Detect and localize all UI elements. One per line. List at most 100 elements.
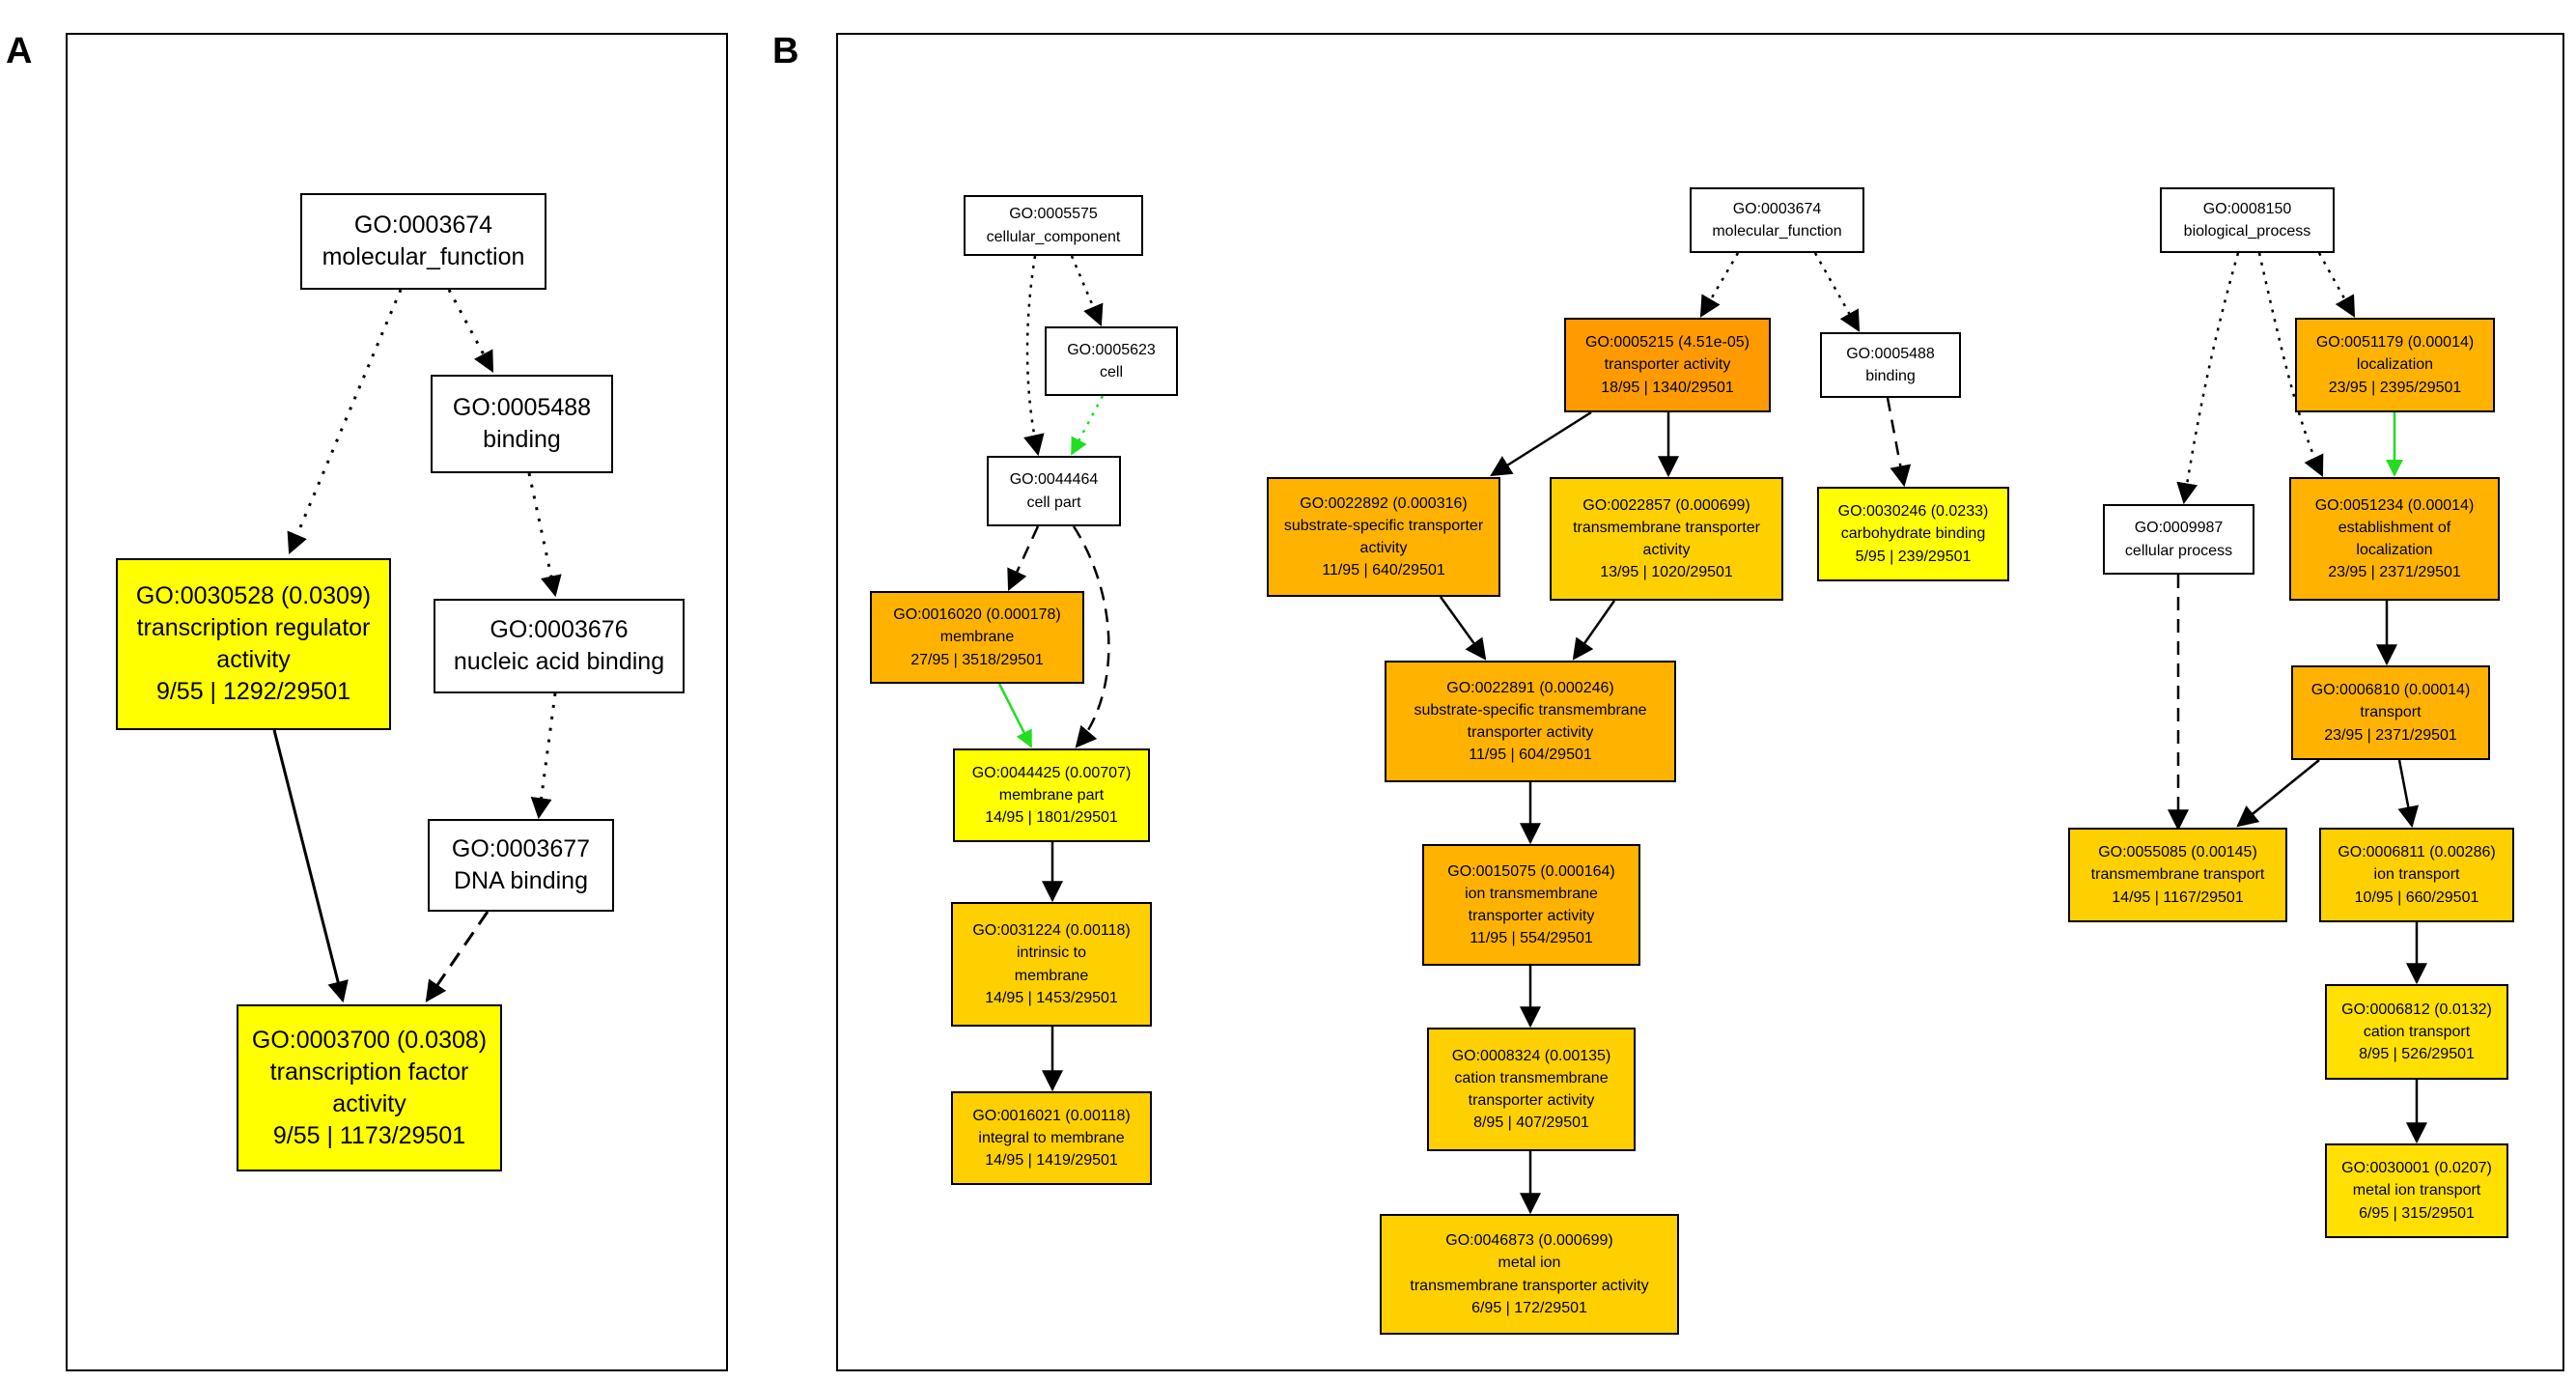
go-node-0030246[interactable]: GO:0030246 (0.0233) carbohydrate binding… (1817, 487, 2009, 581)
go-node-line: 10/95 | 660/29501 (2354, 888, 2479, 906)
edge-b-3674-to-5488 (1813, 252, 1861, 332)
go-node-line: GO:0005215 (4.51e-05) (1585, 334, 1750, 352)
go-node-line: GO:0055085 (0.00145) (2098, 844, 2257, 861)
go-node-line: binding (1865, 368, 1916, 384)
go-node-line: transmembrane transporter (1573, 519, 1760, 536)
go-node-line: establishment of (2338, 519, 2451, 536)
go-node-0003674-b[interactable]: GO:0003674 molecular_function (1690, 187, 1864, 253)
go-node-line: GO:0022857 (0.000699) (1582, 496, 1750, 514)
edge-b-22857-to-22891 (1572, 600, 1616, 661)
go-node-line: GO:0030001 (0.0207) (2341, 1160, 2492, 1177)
go-node-line: transporter activity (1467, 724, 1594, 741)
go-node-line: GO:0003674 (1732, 200, 1822, 217)
go-node-0044425[interactable]: GO:0044425 (0.00707) membrane part 14/95… (953, 748, 1150, 842)
go-node-0003700[interactable]: GO:0003700 (0.0308) transcription factor… (237, 1004, 502, 1171)
edge-b-5623-to-44464 (1070, 395, 1105, 456)
go-node-line: 6/95 | 315/29501 (2359, 1204, 2475, 1222)
go-node-line: 11/95 | 604/29501 (1469, 747, 1592, 764)
go-node-0016021[interactable]: GO:0016021 (0.00118) integral to membran… (951, 1091, 1152, 1185)
panel-b-frame (836, 33, 2564, 1371)
go-node-line: binding (483, 426, 561, 453)
go-node-line: GO:0044464 (1009, 471, 1099, 489)
go-node-line: 8/95 | 407/29501 (1473, 1114, 1589, 1132)
go-node-line: membrane part (998, 786, 1105, 804)
panel-a-frame (66, 33, 728, 1371)
go-node-line: GO:0030528 (0.0309) (135, 582, 372, 609)
go-node-0016020[interactable]: GO:0016020 (0.000178) membrane 27/95 | 3… (870, 591, 1084, 684)
go-node-line: 23/95 | 2395/29501 (2328, 379, 2462, 396)
panel-b-edges (997, 252, 2427, 1215)
go-node-line: 9/55 | 1173/29501 (272, 1121, 466, 1149)
go-node-line: GO:0003676 (490, 616, 629, 643)
go-node-0022892[interactable]: GO:0022892 (0.000316) substrate-specific… (1267, 477, 1500, 597)
go-node-line: 5/95 | 239/29501 (1855, 548, 1972, 565)
go-node-0005488[interactable]: GO:0005488 binding (431, 375, 613, 473)
go-node-0003674[interactable]: GO:0003674 molecular_function (300, 193, 546, 290)
edge-b-44464-to-44425 (1072, 525, 1110, 748)
edge-b-5575-to-44464 (1023, 255, 1045, 457)
go-node-line: metal ion transport (2352, 1182, 2481, 1199)
edge-b-8150-to-51234 (2257, 252, 2324, 477)
edge-b-6810-to-55085 (2236, 759, 2320, 828)
go-node-0022891[interactable]: GO:0022891 (0.000246) substrate-specific… (1385, 661, 1676, 782)
edge-b-8150-to-51179 (2317, 252, 2356, 318)
edge-a-30528-to-3700 (272, 729, 349, 1003)
go-node-0051234[interactable]: GO:0051234 (0.00014) establishment of lo… (2289, 477, 2500, 601)
go-node-0009987[interactable]: GO:0009987 cellular process (2103, 504, 2254, 575)
go-node-line: substrate-specific transmembrane (1414, 701, 1647, 719)
go-node-line: cellular process (2124, 542, 2233, 559)
go-node-0005215[interactable]: GO:0005215 (4.51e-05) transporter activi… (1564, 318, 1771, 412)
edge-a-3674-to-5488 (447, 289, 494, 373)
go-node-0003676[interactable]: GO:0003676 nucleic acid binding (434, 599, 685, 693)
go-node-0046873[interactable]: GO:0046873 (0.000699) metal ion transmem… (1380, 1214, 1679, 1335)
go-node-0022857[interactable]: GO:0022857 (0.000699) transmembrane tran… (1550, 477, 1783, 601)
go-node-0005488-b[interactable]: GO:0005488 binding (1820, 332, 1961, 398)
go-node-line: transporter activity (1468, 1092, 1595, 1109)
go-node-line: GO:0015075 (0.000164) (1447, 862, 1615, 880)
go-node-line: ion transport (2373, 866, 2460, 884)
go-node-0015075[interactable]: GO:0015075 (0.000164) ion transmembrane … (1422, 844, 1640, 966)
go-node-line: GO:0003674 (353, 212, 493, 239)
go-node-0008324[interactable]: GO:0008324 (0.00135) cation transmembran… (1427, 1028, 1636, 1151)
go-node-0003677[interactable]: GO:0003677 DNA binding (428, 819, 614, 912)
go-node-0044464[interactable]: GO:0044464 cell part (987, 456, 1121, 526)
go-node-line: GO:0016021 (0.00118) (972, 1107, 1131, 1124)
go-node-line: GO:0051234 (0.00014) (2314, 496, 2475, 514)
go-node-line: GO:0005488 (1846, 345, 1935, 362)
edge-b-5215-to-22892 (1490, 410, 1592, 477)
go-node-0055085[interactable]: GO:0055085 (0.00145) transmembrane trans… (2068, 828, 2287, 922)
go-node-line: localization (2356, 542, 2433, 558)
go-node-0006812[interactable]: GO:0006812 (0.0132) cation transport 8/9… (2325, 984, 2508, 1080)
go-node-line: GO:0005623 (1067, 341, 1156, 358)
go-node-0008150[interactable]: GO:0008150 biological_process (2160, 187, 2335, 253)
go-node-line: activity (216, 646, 291, 673)
go-node-0051179[interactable]: GO:0051179 (0.00014) localization 23/95 … (2295, 318, 2495, 412)
go-node-line: 9/55 | 1292/29501 (155, 678, 351, 705)
go-node-0030528[interactable]: GO:0030528 (0.0309) transcription regula… (116, 558, 391, 730)
go-node-line: 13/95 | 1020/29501 (1600, 564, 1733, 581)
panel-b-label: B (772, 31, 799, 71)
go-node-0005623[interactable]: GO:0005623 cell (1045, 326, 1178, 396)
go-node-0031224[interactable]: GO:0031224 (0.00118) intrinsic to membra… (951, 902, 1152, 1027)
go-node-line: transmembrane transporter activity (1410, 1277, 1649, 1294)
go-node-line: transporter activity (1604, 356, 1731, 374)
go-node-line: cellular_component (986, 228, 1121, 245)
go-node-line: GO:0006811 (0.00286) (2338, 844, 2496, 861)
go-node-line: GO:0031224 (0.00118) (972, 922, 1131, 940)
go-node-line: 14/95 | 1801/29501 (985, 809, 1118, 827)
go-node-0006810[interactable]: GO:0006810 (0.00014) transport 23/95 | 2… (2291, 665, 2490, 760)
go-node-line: biological_process (2183, 223, 2311, 240)
go-node-0005575[interactable]: GO:0005575 cellular_component (964, 195, 1143, 256)
go-node-line: integral to membrane (978, 1129, 1125, 1146)
go-node-line: intrinsic to (1016, 945, 1087, 962)
go-node-line: 14/95 | 1453/29501 (985, 989, 1118, 1006)
go-node-line: carbohydrate binding (1840, 525, 1986, 543)
go-node-line: 8/95 | 526/29501 (2359, 1046, 2475, 1063)
go-node-line: GO:0022892 (0.000316) (1300, 494, 1468, 512)
go-node-line: 23/95 | 2371/29501 (2328, 564, 2461, 581)
go-node-0006811[interactable]: GO:0006811 (0.00286) ion transport 10/95… (2319, 828, 2514, 922)
go-node-line: molecular_function (1712, 223, 1842, 240)
edge-a-5488-to-3676 (527, 472, 562, 598)
go-node-0030001[interactable]: GO:0030001 (0.0207) metal ion transport … (2325, 1143, 2508, 1238)
